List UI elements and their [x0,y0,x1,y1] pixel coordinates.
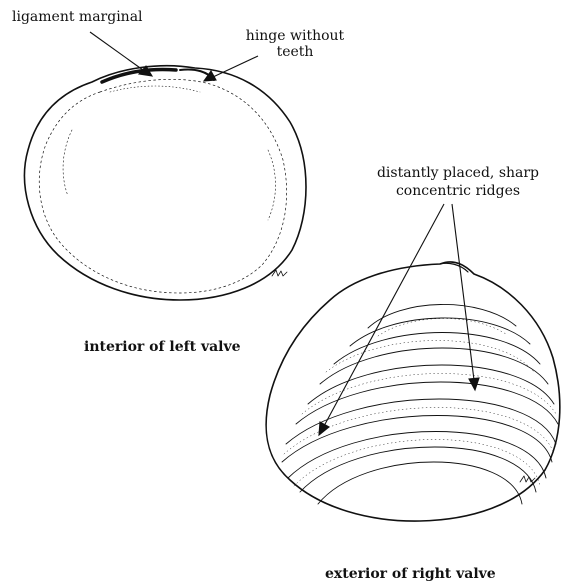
growth-ridge [296,382,558,424]
ligament-mark [102,70,176,83]
growth-ridge [300,447,536,492]
right-valve-exterior [266,262,560,521]
growth-ridge [308,365,554,404]
growth-ridge [318,462,522,504]
left-valve-interior [25,66,306,300]
left-valve-inner-margin [39,79,286,293]
umbo [440,263,468,272]
caption-right-valve: exterior of right valve [325,566,496,582]
left-valve-muscle-scar-right [268,150,276,220]
growth-ridge [288,432,546,479]
ligament-label: ligament marginal [12,9,143,25]
ridges-leader-arrow-left [319,204,444,435]
caption-left-valve: interior of left valve [84,339,241,355]
hinge-stipple [110,86,200,92]
ridges-leader-arrow-right [452,204,479,390]
ridges-label-line2: concentric ridges [368,183,548,199]
grass-mark-right [520,476,535,482]
ridges-label-line1: distantly placed, sharp [368,165,548,181]
ligament-leader-arrow [90,32,152,76]
shading-fine [378,318,506,336]
left-valve-outline [25,66,306,300]
hinge-label-line1: hinge without [235,28,355,44]
left-valve-muscle-scar [63,130,72,196]
hinge-label-line2: teeth [235,44,355,60]
